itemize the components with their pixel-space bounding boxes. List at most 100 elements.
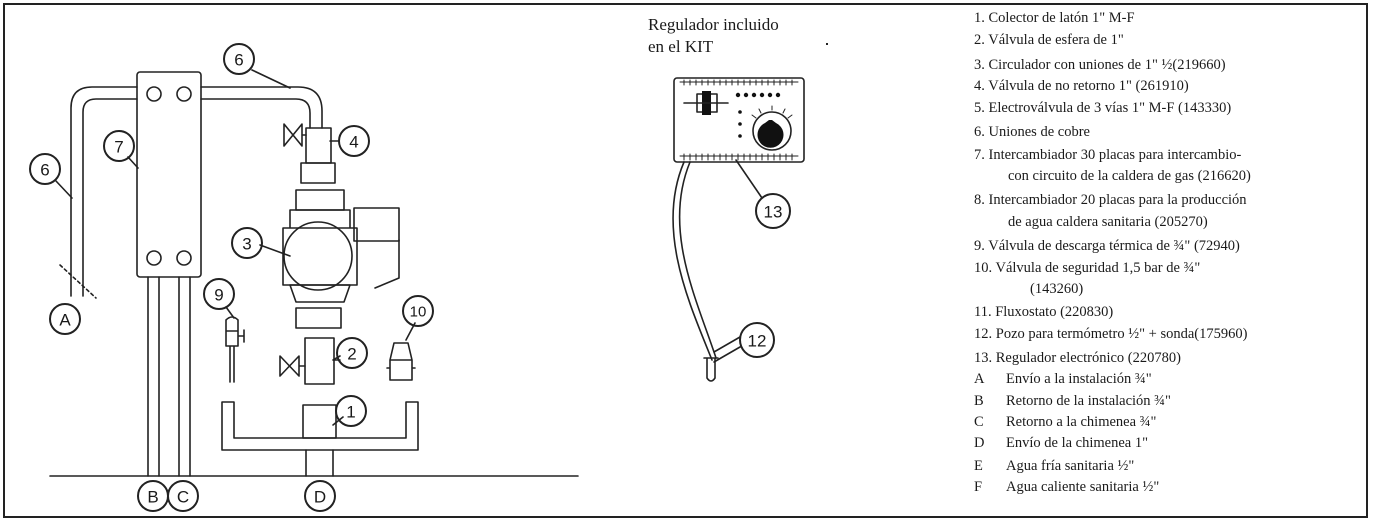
circulator-body xyxy=(282,209,358,286)
callout-1-label: 1 xyxy=(346,403,355,422)
legend-item-text: de agua caldera sanitaria (205270) xyxy=(1008,214,1208,230)
callout-c-label: C xyxy=(177,488,189,507)
callout-7 xyxy=(103,130,135,162)
callout-6-left xyxy=(29,153,61,185)
leader-9 xyxy=(225,306,235,319)
exchanger-port xyxy=(146,86,162,102)
pipe-end-dashes xyxy=(59,264,97,299)
legend-item: E Agua fría sanitaria ½" xyxy=(974,457,1134,475)
plate-heat-exchanger xyxy=(136,71,202,278)
callout-6-top xyxy=(223,43,255,75)
legend-item: 9. Válvula de descarga térmica de ¾" (72… xyxy=(974,237,1240,255)
legend-item-text: 10. Válvula de seguridad 1,5 bar de ¾" xyxy=(974,260,1201,276)
leader-7 xyxy=(127,156,139,169)
legend-item: 2. Válvula de esfera de 1" xyxy=(974,31,1124,49)
legend-item-text: 1. Colector de latón 1" M-F xyxy=(974,10,1135,26)
leader-1 xyxy=(332,416,344,426)
exchanger-port xyxy=(176,250,192,266)
legend-item: 13. Regulador electrónico (220780) xyxy=(974,349,1181,367)
copper-union-pipe-left xyxy=(70,86,138,297)
leader-12a xyxy=(713,336,741,353)
legend-item: 1. Colector de latón 1" M-F xyxy=(974,9,1135,27)
circulator-union-bottom xyxy=(289,284,351,303)
legend-item-letter: B xyxy=(974,393,984,409)
legend-item-text: 5. Electroválvula de 3 vías 1" M-F (1433… xyxy=(974,100,1232,116)
check-valve-nut xyxy=(300,162,336,184)
brass-collector xyxy=(221,401,419,451)
legend-item: 5. Electroválvula de 3 vías 1" M-F (1433… xyxy=(974,99,1231,117)
callout-b-label: B xyxy=(147,488,158,507)
callout-3 xyxy=(231,227,263,259)
exchanger-port xyxy=(176,86,192,102)
legend-item: con circuito de la caldera de gas (21662… xyxy=(1008,167,1251,185)
callout-10-label: 10 xyxy=(410,304,427,321)
legend-item: de agua caldera sanitaria (205270) xyxy=(1008,213,1208,231)
thermometer-well xyxy=(703,357,719,382)
return-pipe-b xyxy=(147,276,160,477)
legend-item: 6. Uniones de cobre xyxy=(974,123,1090,141)
callout-2-label: 2 xyxy=(347,345,356,364)
callout-3-label: 3 xyxy=(242,235,251,254)
callout-9-label: 9 xyxy=(214,286,223,305)
callout-4 xyxy=(338,125,370,157)
legend-item-text: 2. Válvula de esfera de 1" xyxy=(974,32,1124,48)
diagram-frame xyxy=(3,3,1368,518)
callout-6-left-label: 6 xyxy=(40,161,49,180)
return-pipe-c xyxy=(178,276,191,477)
legend-item-text: 11. Fluxostato (220830) xyxy=(974,304,1114,320)
leader-6-left xyxy=(55,180,73,199)
circulator-nut-bottom xyxy=(295,307,342,329)
legend-item-text: Envío a la instalación ¾" xyxy=(1006,371,1152,387)
collector-riser xyxy=(302,404,337,439)
callout-4-label: 4 xyxy=(349,133,358,152)
regulator-dial-ticks xyxy=(751,105,793,119)
regulator-side-leds xyxy=(738,110,742,138)
callout-2 xyxy=(336,337,368,369)
callout-10 xyxy=(402,295,434,327)
legend-item-letter: D xyxy=(974,435,985,451)
callout-13-label: 13 xyxy=(764,203,783,222)
legend-item-letter: C xyxy=(974,414,984,430)
callout-a-label: A xyxy=(59,311,71,330)
leader-2 xyxy=(332,355,341,361)
kit-caption-line-1: Regulador incluido xyxy=(648,15,779,34)
legend-item: 10. Válvula de seguridad 1,5 bar de ¾" xyxy=(974,259,1200,277)
legend-item: 12. Pozo para termómetro ½" + sonda(1759… xyxy=(974,325,1247,343)
legend-item: 8. Intercambiador 20 placas para la prod… xyxy=(974,191,1247,209)
callout-d-label: D xyxy=(314,488,326,507)
callout-7-label: 7 xyxy=(114,138,123,157)
legend-item-text: Retorno de la instalación ¾" xyxy=(1006,393,1171,409)
legend-item-text: 13. Regulador electrónico (220780) xyxy=(974,350,1181,366)
regulator-vent-top xyxy=(679,79,799,86)
circulator-motor-box xyxy=(353,207,400,242)
callout-1 xyxy=(335,395,367,427)
leader-12b xyxy=(713,346,741,363)
callout-6-top-label: 6 xyxy=(234,51,243,70)
legend-item-text: 9. Válvula de descarga térmica de ¾" (72… xyxy=(974,238,1240,254)
leader-3 xyxy=(259,244,291,257)
legend-item-text: 8. Intercambiador 20 placas para la prod… xyxy=(974,192,1247,208)
legend-item-text: Agua caliente sanitaria ½" xyxy=(1006,479,1160,495)
legend-item-letter: E xyxy=(974,458,983,474)
supply-pipe-d xyxy=(305,449,334,477)
kit-caption-line-2: en el KIT xyxy=(648,37,714,56)
safety-valve xyxy=(386,342,416,381)
callout-12 xyxy=(739,322,775,358)
circulator-cable xyxy=(374,239,400,289)
ball-valve-body xyxy=(304,337,335,385)
copper-union-pipe-top xyxy=(200,86,323,129)
legend-item-text: Agua fría sanitaria ½" xyxy=(1006,458,1135,474)
circulator-union-top xyxy=(295,189,345,211)
legend-item-text: 4. Válvula de no retorno 1" (261910) xyxy=(974,78,1189,94)
callout-13 xyxy=(755,193,791,229)
probe-cable xyxy=(672,161,713,361)
regulator-vent-bottom xyxy=(679,153,799,161)
regulator-dial-ring xyxy=(752,111,792,151)
kit-caption: Regulador incluido en el KIT xyxy=(648,14,779,58)
legend-item: B Retorno de la instalación ¾" xyxy=(974,392,1171,410)
